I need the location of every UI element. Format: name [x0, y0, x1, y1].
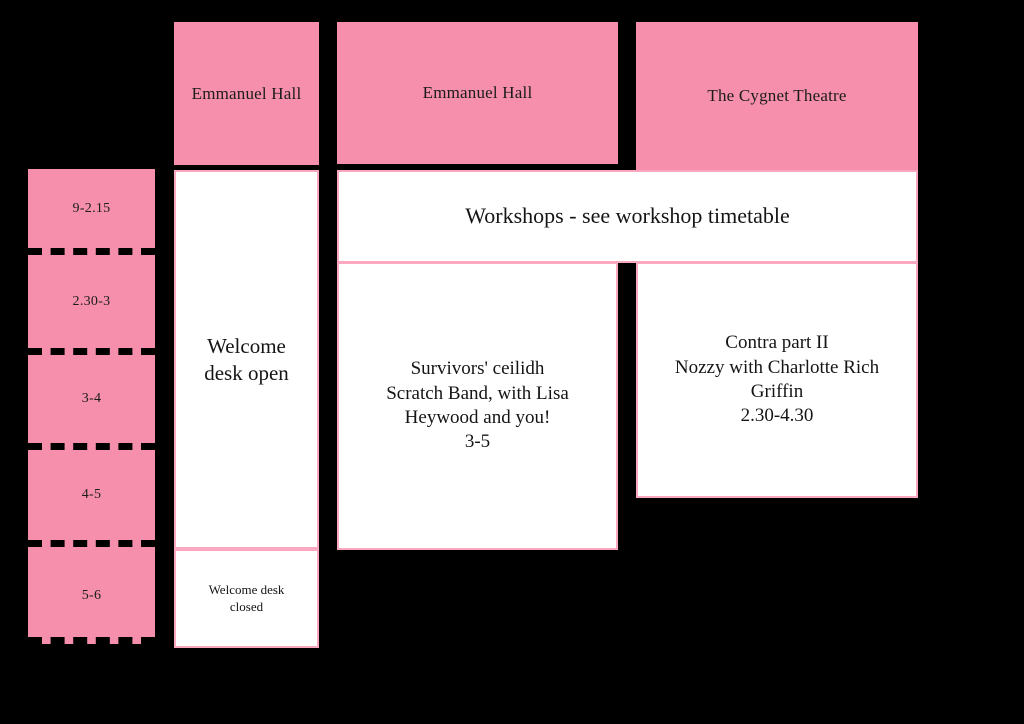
- session-line-band: Nozzy with Charlotte Rich: [674, 356, 880, 378]
- venue-header-label: The Cygnet Theatre: [707, 86, 847, 106]
- time-slot-row: 5-6: [28, 547, 155, 644]
- time-column: 9-2.15 2.30-3 3-4 4-5 5-6: [28, 169, 155, 644]
- session-welcome-desk-closed[interactable]: Welcome desk closed: [174, 549, 319, 648]
- session-text: Welcome desk closed: [208, 581, 285, 614]
- time-slot-label: 5-6: [81, 587, 102, 603]
- session-text-group: Contra part II Nozzy with Charlotte Rich…: [638, 331, 916, 428]
- time-slot-label: 4-5: [81, 487, 102, 502]
- session-line-title: Survivors' ceilidh: [410, 358, 545, 380]
- venue-header-cygnet-theatre: The Cygnet Theatre: [636, 22, 918, 170]
- time-slot-label: 2.30-3: [72, 293, 111, 309]
- session-text: Workshops - see workshop timetable: [465, 203, 790, 229]
- session-line-band: Scratch Band, with Lisa: [386, 382, 569, 404]
- venue-header-label: Emmanuel Hall: [191, 83, 302, 103]
- session-survivors-ceilidh[interactable]: Survivors' ceilidh Scratch Band, with Li…: [337, 262, 618, 550]
- session-line-caller: Heywood and you!: [404, 407, 551, 428]
- venue-header-label: Emmanuel Hall: [422, 83, 533, 103]
- time-slot-row: 3-4: [28, 355, 155, 450]
- session-contra-part-2[interactable]: Contra part II Nozzy with Charlotte Rich…: [636, 262, 918, 498]
- session-line-caller: Griffin: [750, 381, 804, 402]
- time-slot-label: 3-4: [81, 391, 102, 406]
- session-text: Welcome desk open: [204, 333, 289, 385]
- session-welcome-desk-open[interactable]: Welcome desk open: [174, 170, 319, 549]
- time-slot-row: 4-5: [28, 450, 155, 547]
- session-line-time: 3-5: [464, 431, 491, 453]
- venue-header-emmanuel-hall-welcome: Emmanuel Hall: [174, 22, 319, 165]
- venue-header-emmanuel-hall-main: Emmanuel Hall: [337, 22, 618, 164]
- time-slot-row: 9-2.15: [28, 169, 155, 255]
- session-text-group: Survivors' ceilidh Scratch Band, with Li…: [386, 357, 569, 454]
- time-slot-row: 2.30-3: [28, 255, 155, 355]
- session-line-time: 2.30-4.30: [740, 405, 814, 427]
- session-line-title: Contra part II: [725, 332, 829, 354]
- time-slot-label: 9-2.15: [72, 200, 111, 216]
- session-workshops[interactable]: Workshops - see workshop timetable: [337, 170, 918, 263]
